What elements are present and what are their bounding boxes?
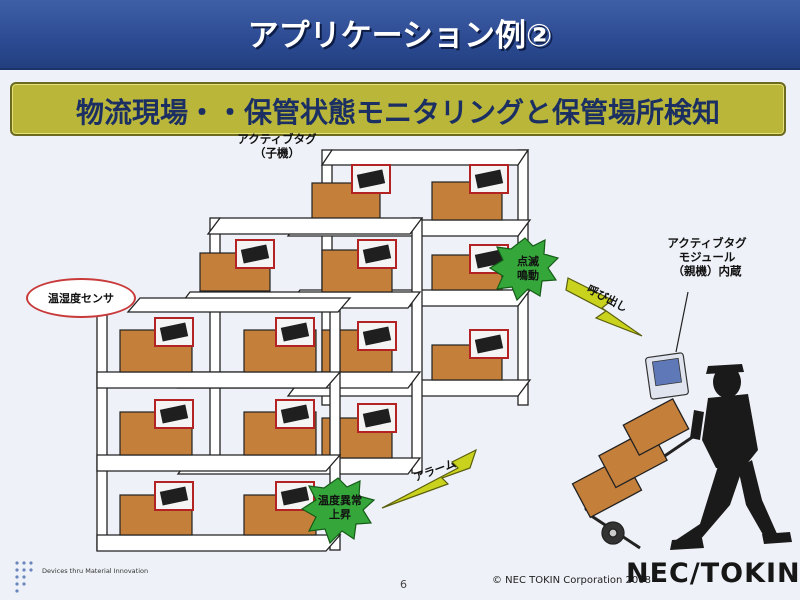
module-pointer-line [675,291,689,353]
active-tags-front-rack [154,317,315,511]
active-tags-middle-rack [235,239,397,433]
title-bar: アプリケーション例② [0,0,800,70]
active-tag-child-label: アクティブタグ （子機） [222,132,332,160]
alarm-lightning-bolt [381,448,478,509]
call-lightning-bolt [565,277,643,337]
active-tag-child-line1: アクティブタグ [237,132,317,146]
page-number: 6 [400,578,407,591]
blink-starburst [488,237,560,302]
temp-abnormal-label: 温度異常 上昇 [306,494,374,522]
storage-rack-front [96,297,352,552]
pda-icon [645,352,689,400]
dot-grid-icon [15,561,33,593]
module-line3: （親機）内蔵 [672,264,742,278]
module-line1: アクティブタグ [667,236,747,250]
module-line2: モジュール [678,250,736,264]
blink-line1: 点滅 [517,255,539,268]
blink-line2: 鳴動 [517,269,539,282]
blink-label: 点滅 鳴動 [500,255,556,283]
active-tags-back-rack [351,164,509,359]
company-logo: NEC/TOKIN [626,558,800,589]
temp-alarm-starburst [300,477,376,545]
temp-abnormal-line2: 上昇 [329,508,351,521]
temp-abnormal-line1: 温度異常 [318,494,362,507]
slide-subtitle: 物流現場・・保管状態モニタリングと保管場所検知 [75,96,720,129]
copyright-text: © NEC TOKIN Corporation 2008 [492,575,651,586]
slide-title: アプリケーション例② [247,18,553,54]
active-tag-child-line2: （子機） [254,146,300,160]
module-label: アクティブタグ モジュール （親機）内蔵 [648,236,766,278]
sensor-bubble-text: 温湿度センサ [48,292,114,305]
warehouse-worker-icon [670,364,792,550]
footer-tagline: Devices thru Material Innovation [42,567,149,575]
subtitle-box: 物流現場・・保管状態モニタリングと保管場所検知 [10,82,786,136]
hand-truck-icon [571,397,701,550]
sensor-speech-bubble: 温湿度センサ [26,278,136,318]
